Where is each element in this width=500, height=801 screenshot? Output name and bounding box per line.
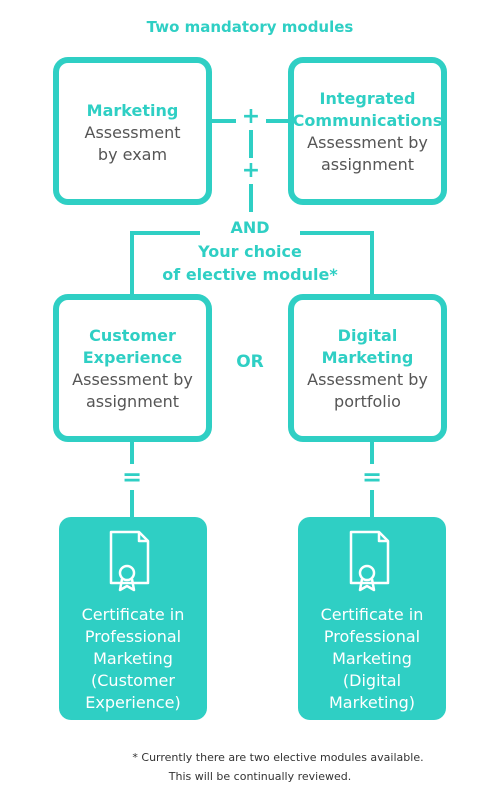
module-title: Marketing [321,348,414,367]
plus-sign: + [236,104,266,130]
footnote-line: * Currently there are two elective modul… [132,751,424,764]
equals-sign: = [117,464,147,490]
digital-cert-box [298,517,446,720]
module-assessment: Assessment by [72,370,193,389]
certificate-line: Professional [84,627,182,646]
left-branch [130,231,220,297]
module-assessment: assignment [320,155,415,174]
choice-label: Your choice of elective module* [130,240,370,286]
digital-box [288,294,447,442]
module-title: Integrated [319,89,416,108]
footnote: * Currently there are two elective modul… [60,748,480,786]
module-title: Digital [337,326,398,345]
module-assessment: by exam [97,145,168,164]
certificate-line: Marketing) [329,693,415,712]
digital-module: Digital Marketing Assessment by portfoli… [291,325,444,413]
marketing-module: Marketing Assessment by exam [56,100,209,166]
customer-certificate: Certificate in Professional Marketing (C… [59,604,207,714]
module-title: Customer [89,326,176,345]
module-title: Experience [82,348,183,367]
certificate-icon [349,530,390,592]
marketing-box [53,57,212,205]
or-label: OR [236,352,264,372]
certificate-icon [109,530,150,592]
module-assessment: Assessment [84,123,181,142]
and-label: AND [200,218,300,238]
certificate-line: (Digital [342,671,402,690]
certificate-line: Experience) [85,693,181,712]
digital-certificate: Certificate in Professional Marketing (D… [298,604,446,714]
equals-sign: = [357,464,387,490]
right-branch [282,231,374,297]
choice-line: of elective module* [162,265,338,284]
integrated-module: Integrated Communications Assessment by … [291,88,444,176]
customer-cert-box [59,517,207,720]
diagram-title: Two mandatory modules [146,18,354,36]
footnote-line: This will be continually reviewed. [168,770,352,783]
certificate-line: (Customer [91,671,175,690]
certificate-line: Professional [323,627,421,646]
integrated-box [288,57,447,205]
module-assessment: Assessment by [307,133,428,152]
choice-line: Your choice [198,242,302,261]
module-title: Communications [292,111,443,130]
customer-module: Customer Experience Assessment by assign… [56,325,209,413]
module-title: Marketing [86,101,179,120]
certificate-line: Certificate in [81,605,185,624]
certificate-line: Marketing [332,649,412,668]
module-assessment: Assessment by [307,370,428,389]
module-assessment: portfolio [334,392,401,411]
plus-sign: + [236,158,266,184]
module-assessment: assignment [85,392,180,411]
certificate-line: Certificate in [320,605,424,624]
certificate-line: Marketing [93,649,173,668]
